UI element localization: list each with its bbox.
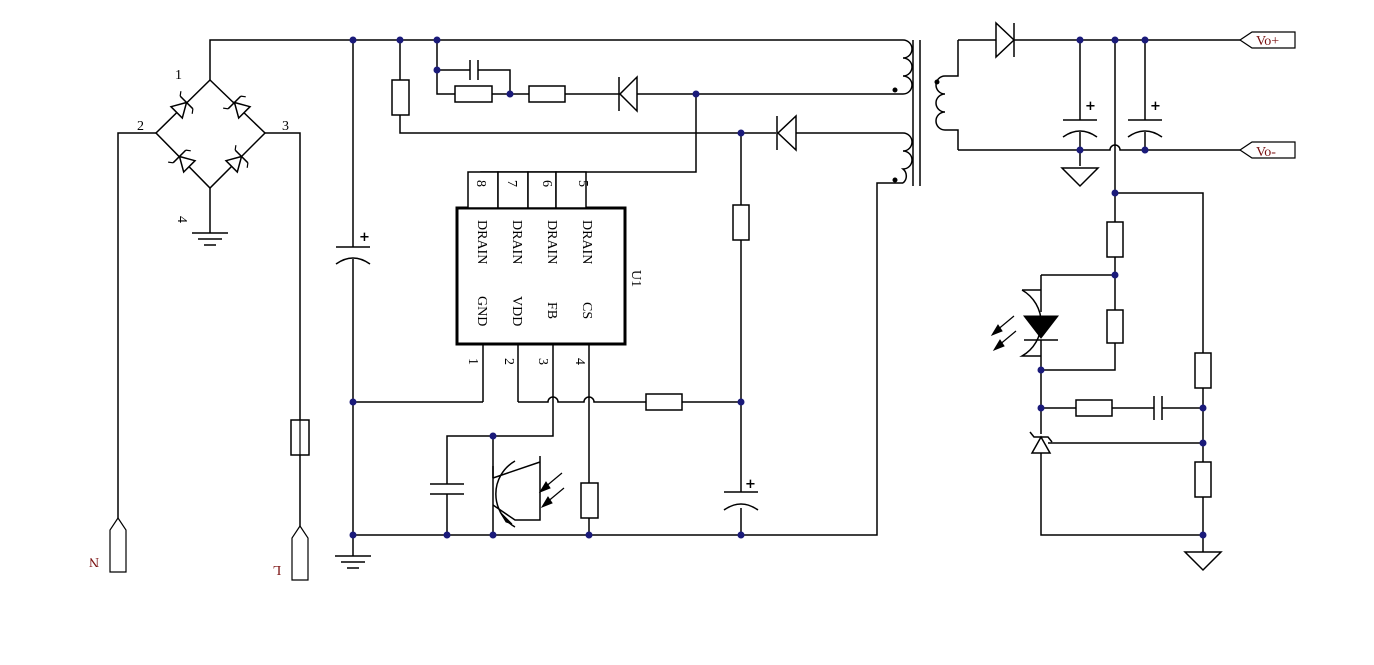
- ic-ref: U1: [628, 270, 643, 287]
- compensation-resistor: [1075, 399, 1113, 417]
- shunt-regulator: [1029, 408, 1203, 454]
- ic-pin-4-num: 4: [572, 358, 587, 365]
- ground-symbol-output: [1183, 551, 1223, 572]
- ic-pin-5-name: DRAIN: [579, 220, 594, 264]
- ic-pin-1-num: 1: [465, 358, 480, 365]
- ic-pin-5-num: 5: [575, 180, 590, 187]
- port-neutral: N: [89, 516, 127, 573]
- port-vout-negative: Vo-: [1238, 141, 1296, 160]
- output-capacitor-2: +: [1127, 99, 1163, 138]
- snubber-resistor: [454, 85, 493, 103]
- ground-symbol-primary: [335, 555, 371, 569]
- bridge-terminal-2: 2: [137, 119, 144, 134]
- bridge-terminal-4: 4: [174, 216, 189, 223]
- ic-pin-7-name: DRAIN: [509, 220, 524, 264]
- optocoupler-transistor: [492, 456, 565, 535]
- divider-upper-resistor: [1194, 352, 1212, 389]
- ic-pin-2-num: 2: [501, 358, 516, 365]
- port-vout-positive: Vo+: [1238, 31, 1296, 49]
- startup-resistor: [391, 79, 410, 116]
- junction-dots: [349, 36, 1207, 539]
- ic-pin-8-name: DRAIN: [474, 220, 489, 264]
- transformer: [892, 39, 959, 186]
- svg-text:+: +: [745, 477, 756, 492]
- svg-text:+: +: [1150, 99, 1161, 114]
- current-sense-resistor: [580, 482, 599, 519]
- ic-pin-3-num: 3: [535, 358, 550, 365]
- bridge-terminal-3: 3: [282, 119, 289, 134]
- vout-neg-rail: [958, 144, 1240, 151]
- svg-text:+: +: [359, 230, 370, 245]
- snubber-capacitor: [469, 60, 479, 80]
- led-bias-resistor: [1106, 221, 1124, 258]
- bulk-capacitor: +: [335, 230, 371, 265]
- ground-symbol-bridge: [192, 232, 228, 246]
- aux-diode: [776, 114, 797, 152]
- ic-pin-4-name: CS: [579, 302, 594, 319]
- ic-pin-3-name: FB: [544, 302, 559, 319]
- ic-u1: 8 7 6 5 DRAIN DRAIN DRAIN DRAIN GND VDD …: [455, 171, 643, 402]
- port-neutral-label: N: [89, 554, 99, 569]
- vdd-resistor: [645, 393, 683, 411]
- port-line-label: L: [273, 562, 282, 577]
- divider-lower-resistor: [1194, 461, 1212, 498]
- wire-line: [265, 132, 301, 526]
- svg-text:+: +: [1085, 99, 1096, 114]
- led-shunt-resistor: [1106, 309, 1124, 344]
- ic-pin-2-name: VDD: [509, 296, 524, 326]
- series-resistor: [528, 85, 566, 103]
- ground-symbol-secondary: [1060, 167, 1100, 188]
- fb-capacitor: [430, 483, 464, 495]
- snubber-diode: [618, 75, 638, 113]
- hv-rail: [209, 39, 895, 80]
- aux-resistor: [732, 204, 750, 241]
- ic-pin-6-name: DRAIN: [544, 220, 559, 264]
- ic-pin-6-num: 6: [539, 180, 554, 187]
- bridge-terminal-1: 1: [175, 68, 182, 83]
- ic-pin-7-num: 7: [504, 180, 519, 187]
- port-vout-negative-label: Vo-: [1256, 145, 1276, 160]
- primary-ground-rail: [353, 182, 903, 536]
- bridge-rectifier: 1 2 3 4: [137, 68, 289, 223]
- ic-pin-8-num: 8: [473, 180, 488, 187]
- wire-neutral: [117, 132, 156, 518]
- port-line: L: [273, 524, 309, 581]
- port-vout-positive-label: Vo+: [1256, 34, 1279, 49]
- output-diode: [995, 21, 1016, 59]
- optocoupler-led: [990, 274, 1115, 408]
- compensation-capacitor: [1153, 396, 1163, 420]
- ic-pin-1-name: GND: [474, 296, 489, 326]
- vdd-capacitor: +: [723, 477, 759, 511]
- output-capacitor-1: +: [1062, 99, 1098, 138]
